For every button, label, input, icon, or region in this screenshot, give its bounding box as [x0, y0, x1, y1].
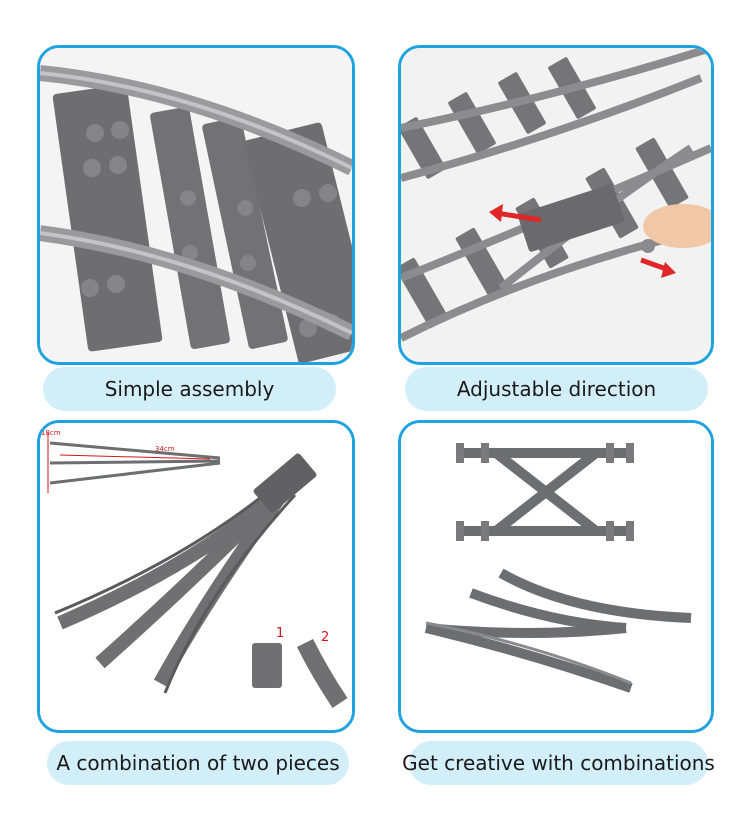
caption-adjustable-direction: Adjustable direction — [405, 367, 708, 411]
curved-track-joint-icon — [40, 48, 352, 362]
caption-creative-combinations: Get creative with combinations — [402, 741, 715, 785]
caption-simple-assembly: Simple assembly — [43, 367, 336, 411]
piece-1-label: 1 — [276, 626, 284, 641]
width-annotation: 18cm — [41, 429, 61, 437]
image-panel-two-pieces: 18cm 34cm 1 2 — [37, 420, 355, 733]
image-panel-creative-combinations — [398, 420, 714, 733]
track-switch-icon — [401, 48, 711, 362]
switch-combination-icon: 18cm 34cm 1 2 — [40, 423, 352, 730]
length-annotation: 34cm — [155, 445, 175, 453]
piece-2-label: 2 — [321, 630, 329, 645]
caption-two-pieces: A combination of two pieces — [47, 741, 349, 785]
image-panel-simple-assembly — [37, 45, 355, 365]
image-panel-adjustable-direction — [398, 45, 714, 365]
crossing-layout-icon — [401, 423, 711, 730]
